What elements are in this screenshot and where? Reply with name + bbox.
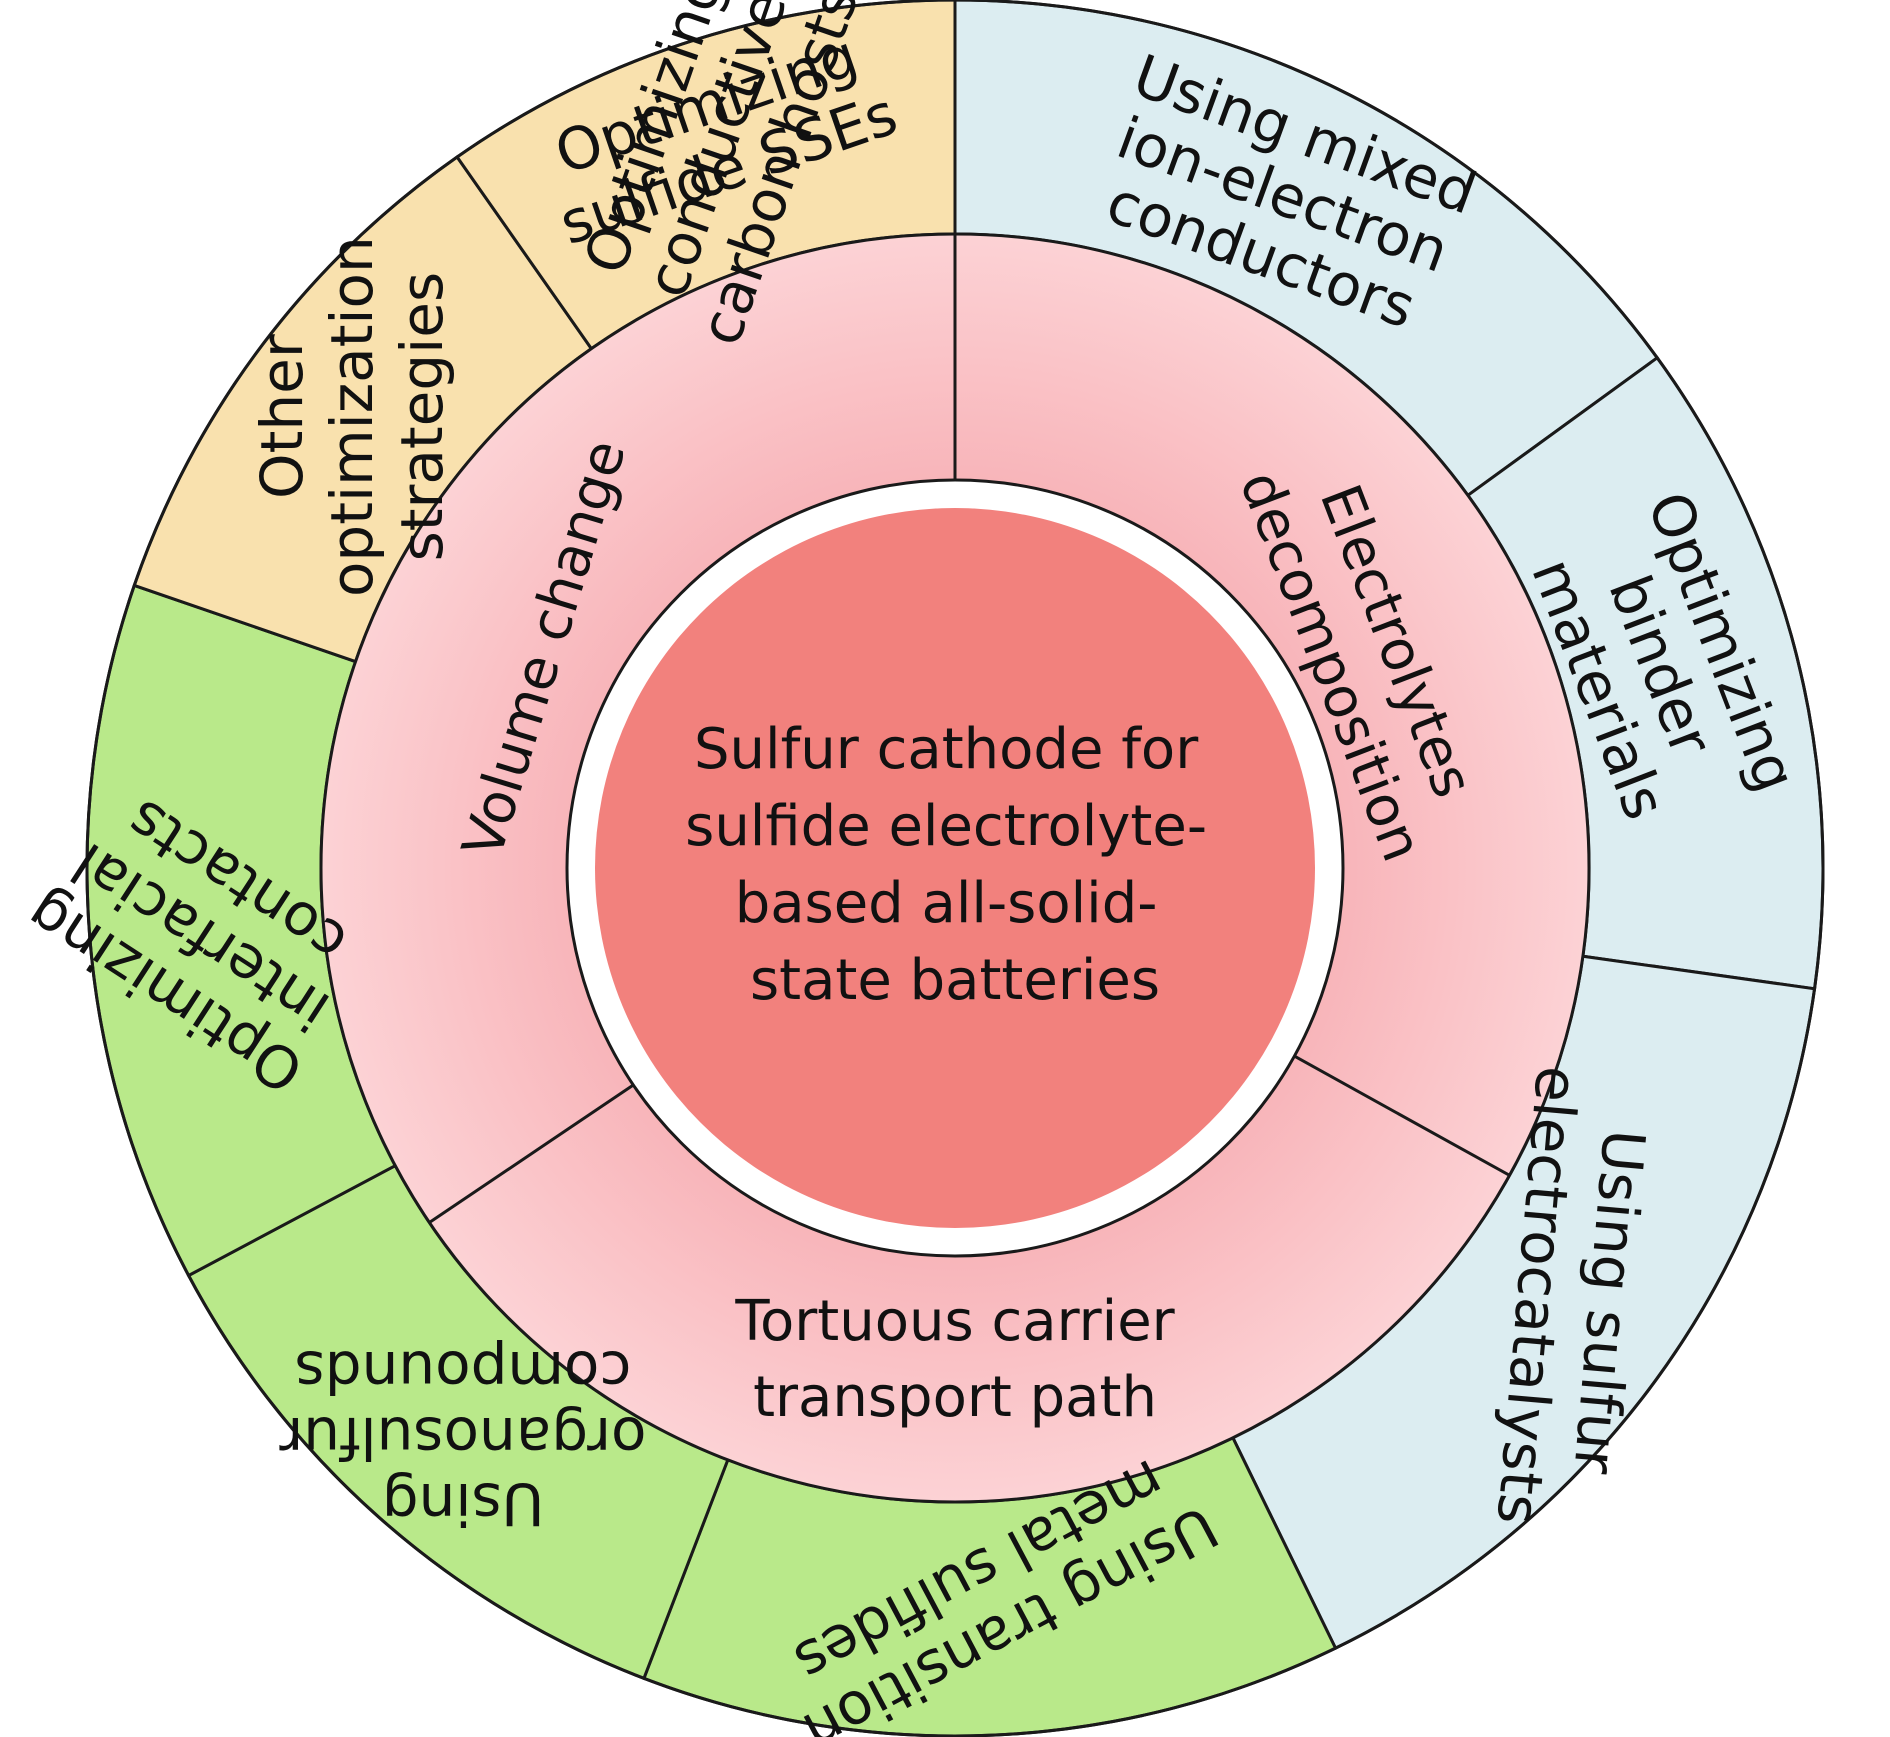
middle-divider-2 [1293, 1054, 1511, 1177]
outer-label-organosulfur-line-2: organosulfur [279, 1404, 646, 1472]
center-title-line-4: state batteries [750, 948, 1160, 1013]
outer-label-organosulfur: Usingorganosulfurcompounds [279, 1338, 646, 1538]
middle-label-tortuous: Tortuous carrier transport path [734, 1289, 1175, 1430]
outer-label-organosulfur-line-1: Using [382, 1470, 544, 1538]
middle-label-tortuous-line-1: Tortuous carrier [734, 1289, 1175, 1354]
outer-label-organosulfur-line-3: compounds [295, 1338, 632, 1406]
outer-label-other-line-3: strategies [388, 272, 456, 562]
center-title-line-1: Sulfur cathode for [694, 717, 1199, 782]
outer-ring [85, 0, 1825, 1737]
center-title-line-2: sulfide electrolyte- [685, 794, 1207, 859]
center-title-line-3: based all-solid- [735, 871, 1158, 936]
middle-ring-dividers [428, 234, 1511, 1224]
outer-label-other-line-2: optimization [318, 236, 386, 597]
center-title: Sulfur cathode for sulfide electrolyte- … [685, 717, 1225, 1013]
outer-label-other-line-1: Other [248, 334, 316, 499]
middle-label-tortuous-line-2: transport path [753, 1365, 1157, 1430]
outer-label-other: Otheroptimizationstrategies [248, 236, 456, 597]
middle-divider-3 [428, 1083, 635, 1224]
outer-boundary [85, 0, 1825, 1737]
center-disc [595, 508, 1315, 1228]
